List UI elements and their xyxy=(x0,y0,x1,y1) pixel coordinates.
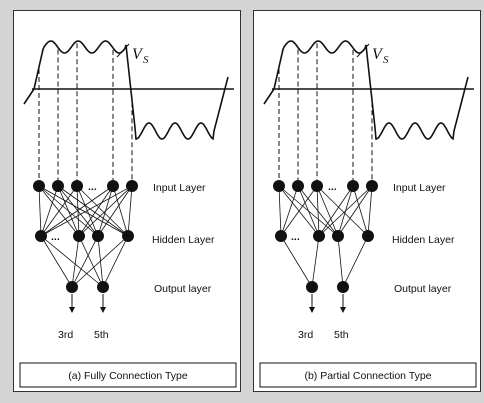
connection-input-hidden xyxy=(316,185,339,237)
connection-input-hidden xyxy=(38,185,42,237)
hidden-layer-label: Hidden Layer xyxy=(392,234,455,246)
connection-hidden-output xyxy=(71,235,80,288)
signal-waveform xyxy=(23,40,229,141)
connection-input-hidden xyxy=(57,185,80,237)
input-node xyxy=(126,180,138,192)
output-label-5th: 5th xyxy=(94,329,109,341)
panel-caption: (b) Partial Connection Type xyxy=(304,370,431,382)
input-node xyxy=(347,180,359,192)
connection-hidden-output xyxy=(102,235,129,288)
hidden-node xyxy=(122,230,134,242)
connection-input-hidden xyxy=(76,185,80,237)
connection-input-hidden xyxy=(40,185,114,237)
signal-label: V xyxy=(132,46,144,63)
hidden-node xyxy=(73,230,85,242)
network-graph: ...... xyxy=(259,40,477,388)
input-node xyxy=(107,180,119,192)
connection-hidden-output xyxy=(71,235,129,288)
input-ellipsis: ... xyxy=(328,181,337,193)
connection-input-hidden xyxy=(40,185,78,237)
arrowhead-icon xyxy=(340,307,346,313)
input-ellipsis: ... xyxy=(88,181,97,193)
output-node xyxy=(337,281,349,293)
connection-hidden-output xyxy=(40,235,73,288)
connection-hidden-output xyxy=(337,235,344,288)
connection-input-hidden xyxy=(38,185,129,237)
hidden-ellipsis: ... xyxy=(51,231,60,243)
connection-input-hidden xyxy=(318,185,354,237)
connection-input-hidden xyxy=(337,185,373,237)
hidden-ellipsis: ... xyxy=(291,231,300,243)
connection-input-hidden xyxy=(316,185,369,237)
hidden-node xyxy=(92,230,104,242)
input-node xyxy=(273,180,285,192)
connection-hidden-output xyxy=(280,235,313,288)
connection-input-hidden xyxy=(40,185,133,237)
output-label-3rd: 3rd xyxy=(58,329,73,341)
hidden-node xyxy=(332,230,344,242)
hidden-node xyxy=(313,230,325,242)
input-node xyxy=(52,180,64,192)
connection-input-hidden xyxy=(40,185,59,237)
panel-caption: (a) Fully Connection Type xyxy=(68,370,188,382)
connection-input-hidden xyxy=(278,185,282,237)
connection-hidden-output xyxy=(311,235,320,288)
connection-hidden-output xyxy=(342,235,369,288)
connection-input-hidden xyxy=(76,185,99,237)
signal-label: V xyxy=(372,46,384,63)
output-label-5th: 5th xyxy=(334,329,349,341)
caption-box xyxy=(259,362,477,388)
arrowhead-icon xyxy=(100,307,106,313)
signal-label-pointer xyxy=(116,43,130,58)
connection-input-hidden xyxy=(318,185,373,237)
connection-hidden-output xyxy=(78,235,104,288)
input-node xyxy=(366,180,378,192)
caption-box xyxy=(19,362,237,388)
connection-input-hidden xyxy=(367,185,373,237)
input-layer-label: Input Layer xyxy=(153,182,206,194)
network-graph: ...... xyxy=(19,40,237,388)
connection-input-hidden xyxy=(316,185,320,237)
connection-input-hidden xyxy=(76,185,129,237)
input-node xyxy=(311,180,323,192)
arrowhead-icon xyxy=(309,307,315,313)
signal-label-pointer xyxy=(356,43,370,58)
signal-label-subscript: S xyxy=(383,54,389,66)
connection-input-hidden xyxy=(280,185,299,237)
output-node xyxy=(306,281,318,293)
output-layer-label: Output layer xyxy=(154,283,212,295)
connection-hidden-output xyxy=(71,235,99,288)
connection-input-hidden xyxy=(57,185,129,237)
signal-waveform xyxy=(263,40,469,141)
hidden-node xyxy=(35,230,47,242)
input-layer-label: Input Layer xyxy=(393,182,446,194)
connection-input-hidden xyxy=(78,185,133,237)
signal-label-subscript: S xyxy=(143,54,149,66)
connection-input-hidden xyxy=(112,185,129,237)
output-label-3rd: 3rd xyxy=(298,329,313,341)
arrowhead-icon xyxy=(69,307,75,313)
connection-input-hidden xyxy=(352,185,369,237)
input-node xyxy=(292,180,304,192)
panel-fully-connected: ...... V S Input Layer Hidden Layer Outp… xyxy=(13,10,241,392)
hidden-node xyxy=(362,230,374,242)
connection-input-hidden xyxy=(97,185,133,237)
input-node xyxy=(71,180,83,192)
output-node xyxy=(97,281,109,293)
panel-partially-connected: ...... V S Input Layer Hidden Layer Outp… xyxy=(253,10,481,392)
connection-hidden-output xyxy=(40,235,104,288)
hidden-layer-label: Hidden Layer xyxy=(152,234,215,246)
network-diagram-full: ...... V S Input Layer Hidden Layer Outp… xyxy=(19,40,237,388)
network-diagram-partial: ...... V S Input Layer Hidden Layer Outp… xyxy=(259,40,477,388)
connection-input-hidden xyxy=(78,185,114,237)
input-node xyxy=(33,180,45,192)
output-layer-label: Output layer xyxy=(394,283,452,295)
connection-input-hidden xyxy=(280,185,318,237)
output-node xyxy=(66,281,78,293)
connection-input-hidden xyxy=(127,185,133,237)
connection-input-hidden xyxy=(297,185,320,237)
hidden-node xyxy=(275,230,287,242)
